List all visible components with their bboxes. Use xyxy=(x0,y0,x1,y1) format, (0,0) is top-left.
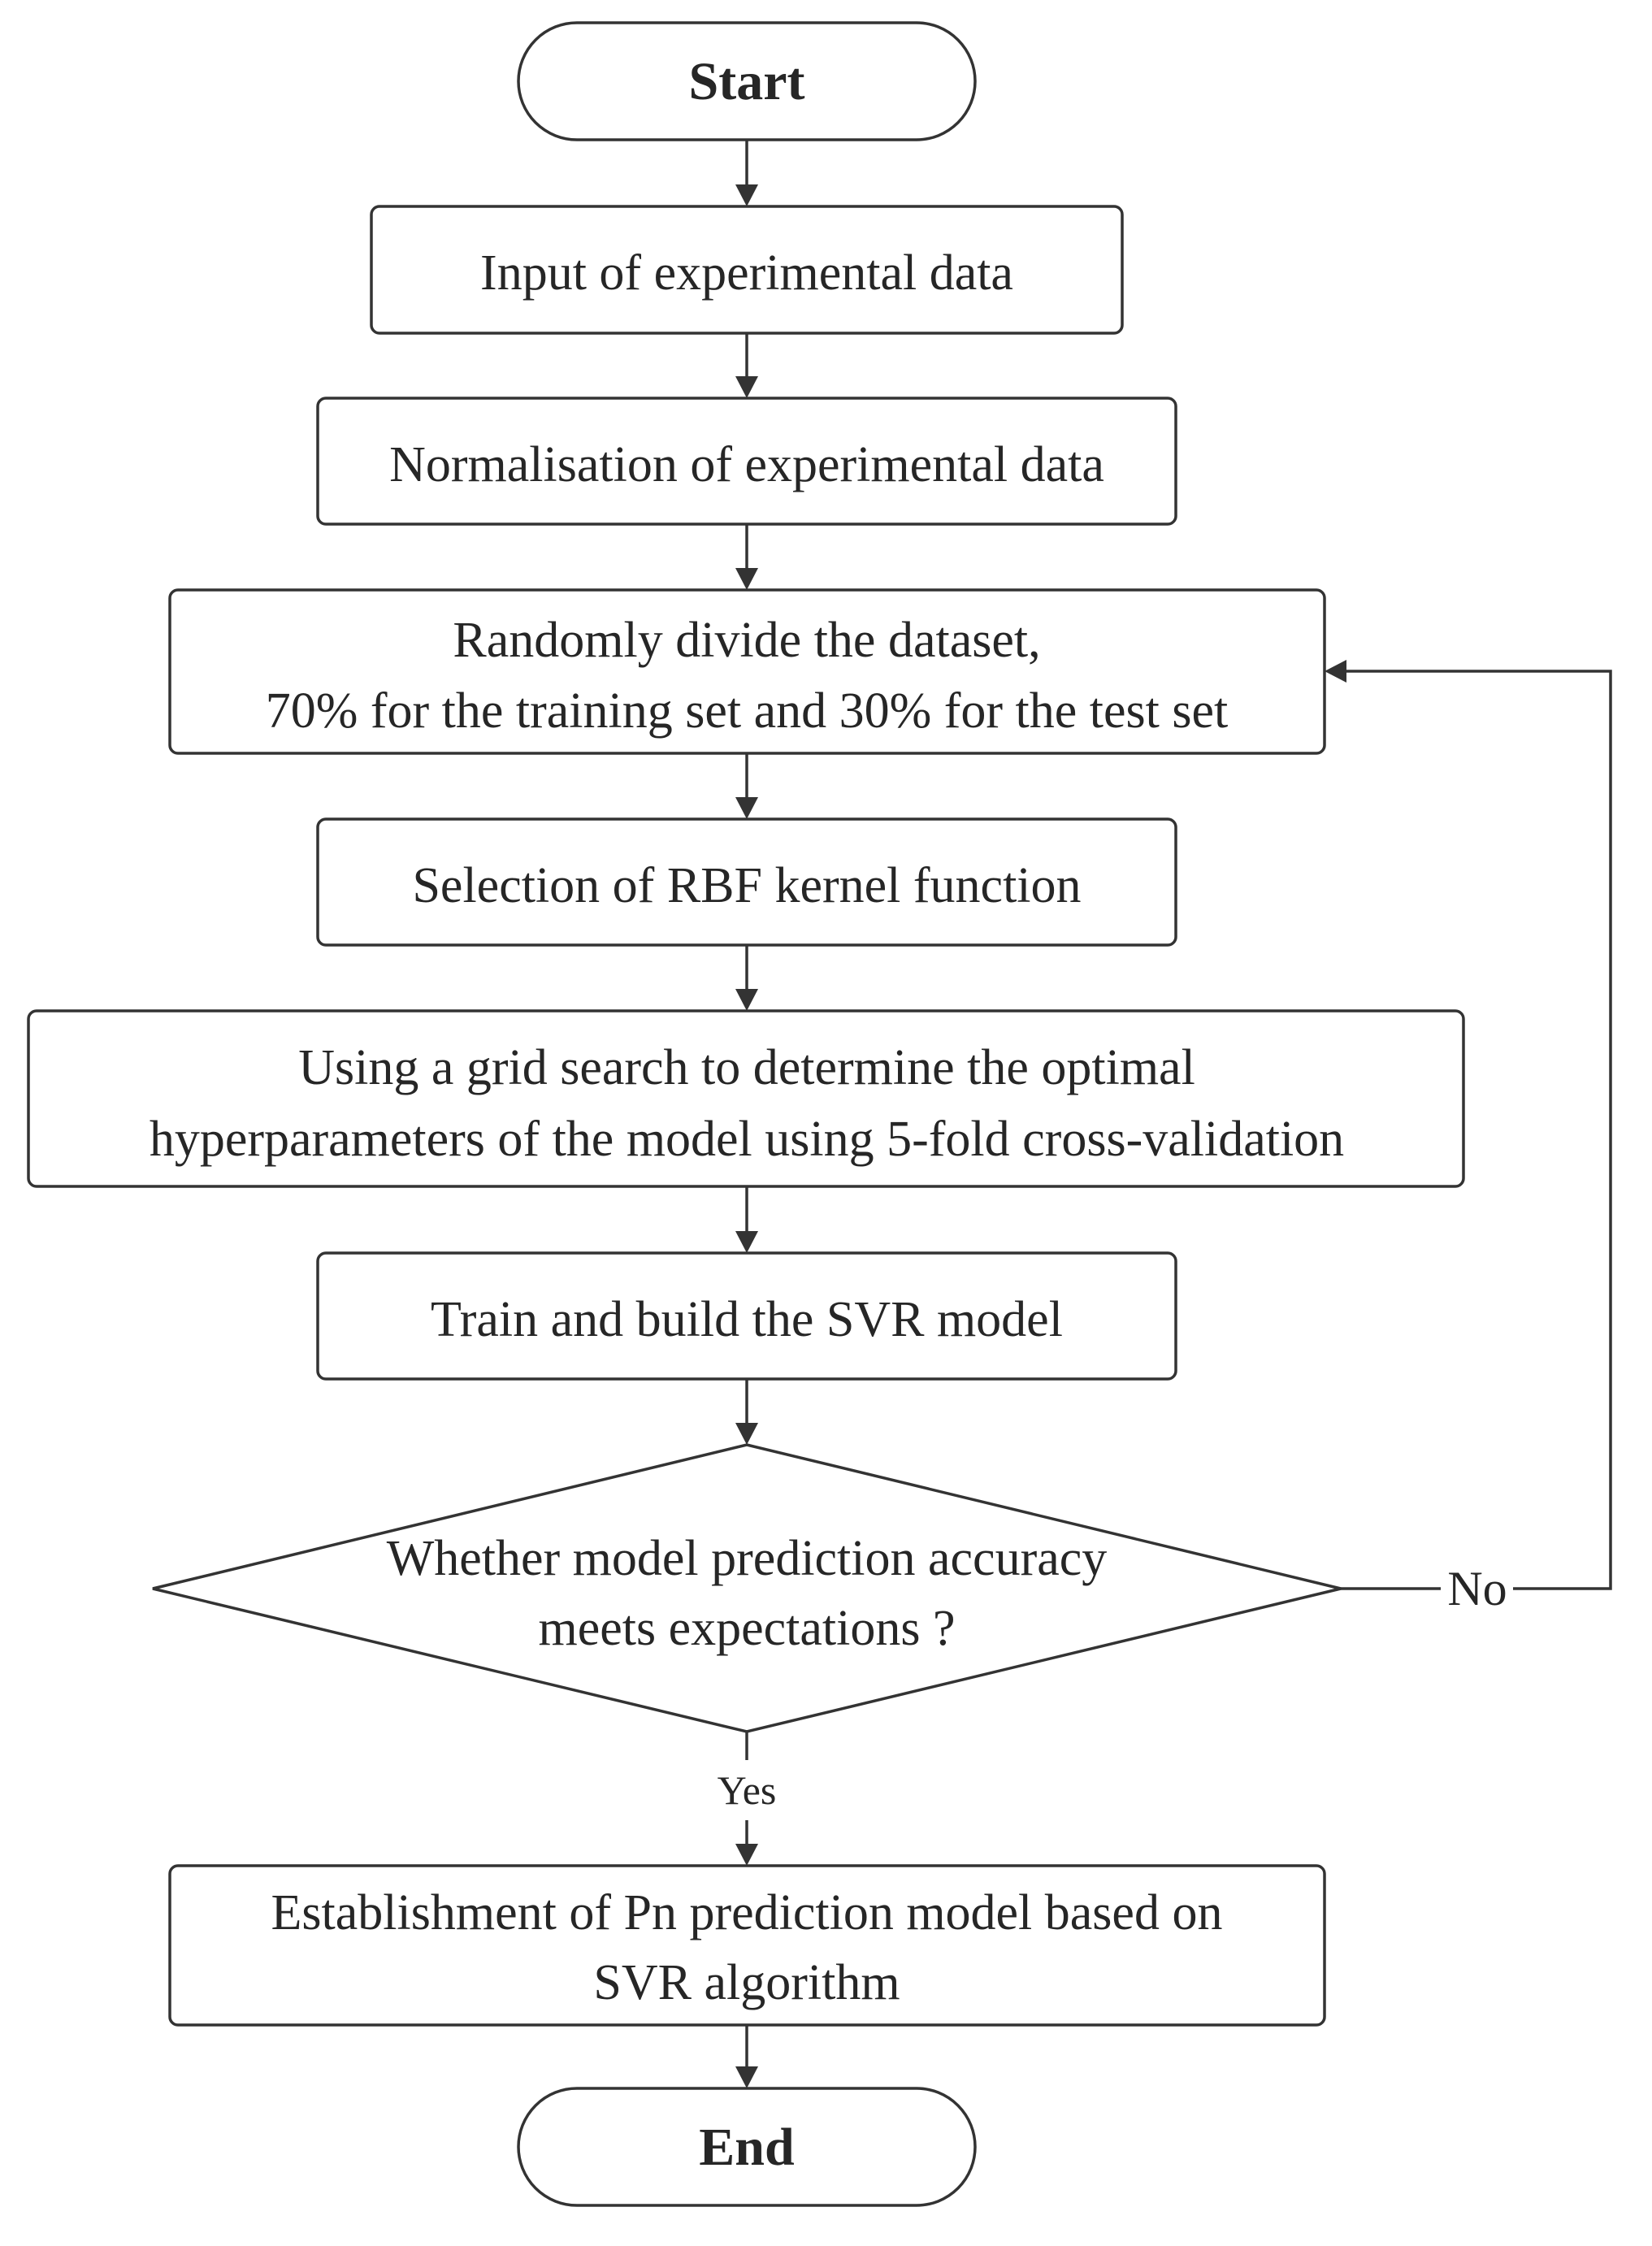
edge-normalise-to-divide xyxy=(735,524,758,590)
divide-dataset-line-1: Randomly divide the dataset, xyxy=(453,613,1040,668)
edge-start-to-input xyxy=(735,140,758,206)
edge-end-connector xyxy=(735,2025,758,2088)
grid-search-line-1: Using a grid search to determine the opt… xyxy=(298,1040,1195,1095)
establish-model-line-1: Establishment of Pn prediction model bas… xyxy=(271,1885,1223,1940)
divide-dataset-line-2: 70% for the training set and 30% for the… xyxy=(266,683,1229,739)
grid-search-line-2: hyperparameters of the model using 5-fol… xyxy=(150,1112,1344,1167)
edge-divide-to-kernel xyxy=(735,753,758,819)
input-data-node: Input of experimental data xyxy=(370,205,1124,335)
divide-dataset-node: Randomly divide the dataset, 70% for the… xyxy=(168,588,1326,755)
normalisation-label: Normalisation of experimental data xyxy=(389,437,1104,492)
normalisation-node: Normalisation of experimental data xyxy=(316,397,1177,526)
no-edge-label: No xyxy=(1447,1562,1507,1615)
edge-train-to-decision xyxy=(735,1379,758,1445)
establish-model-line-2: SVR algorithm xyxy=(593,1955,900,2010)
establish-model-node: Establishment of Pn prediction model bas… xyxy=(168,1864,1326,2027)
start-node: Start xyxy=(517,21,977,141)
yes-edge-label: Yes xyxy=(718,1767,777,1813)
input-data-label: Input of experimental data xyxy=(480,245,1013,301)
edge-input-to-normalise xyxy=(735,333,758,398)
edge-kernel-to-grid xyxy=(735,945,758,1011)
kernel-selection-node: Selection of RBF kernel function xyxy=(316,817,1177,947)
kernel-selection-label: Selection of RBF kernel function xyxy=(412,858,1081,913)
end-node-label: End xyxy=(699,2118,794,2177)
grid-search-node: Using a grid search to determine the opt… xyxy=(27,1009,1465,1188)
decision-line-2: meets expectations ? xyxy=(538,1601,955,1656)
train-model-node: Train and build the SVR model xyxy=(316,1251,1177,1381)
decision-line-1: Whether model prediction accuracy xyxy=(387,1531,1108,1586)
edge-grid-to-train xyxy=(735,1186,758,1253)
end-node: End xyxy=(517,2087,977,2207)
train-model-label: Train and build the SVR model xyxy=(431,1292,1063,1347)
start-node-label: Start xyxy=(689,52,805,111)
accuracy-decision-node: Whether model prediction accuracy meets … xyxy=(152,1443,1342,1733)
edges xyxy=(735,140,1612,2088)
edge-decision-to-divide-loop xyxy=(1325,660,1612,1590)
edge-decision-to-establish xyxy=(735,1732,758,1866)
